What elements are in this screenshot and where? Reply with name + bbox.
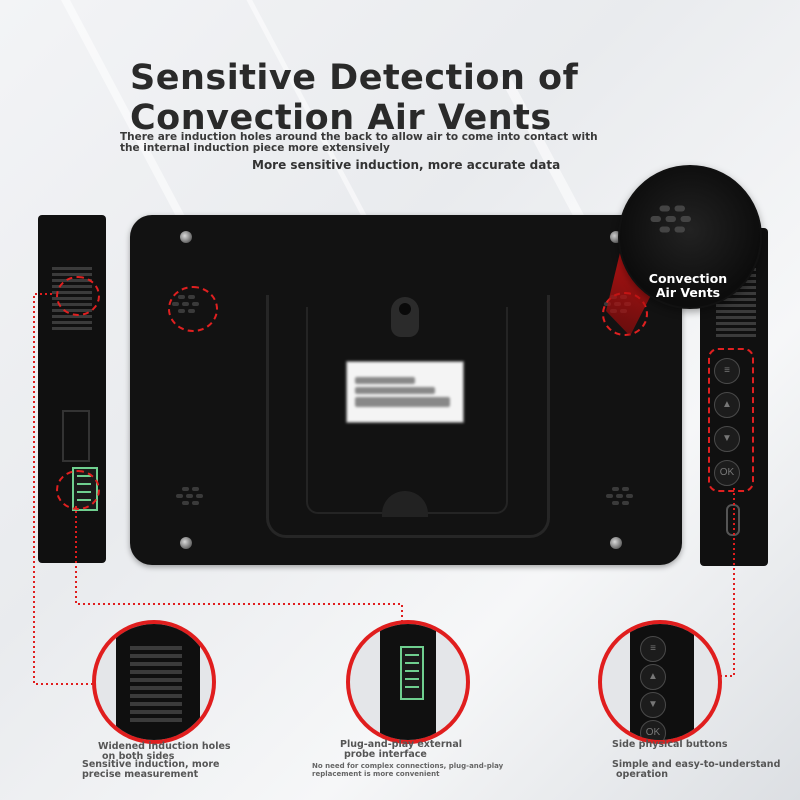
zoom-label: Convection Air Vents [648,271,728,300]
page-title: Sensitive Detection of Convection Air Ve… [130,58,579,138]
buttons-detail-circle: ≡ ▲ ▼ OK [598,620,722,744]
left-side-panel [38,215,106,563]
side-buttons: ≡ ▲ ▼ OK [708,350,748,490]
caption-buttons-title: Side physical buttons [612,739,728,750]
buttons-highlight [708,348,754,492]
connector-port [62,410,90,462]
screw-icon [610,537,622,549]
caption-vents-body: Sensitive induction, more precise measur… [82,759,220,780]
stand-outline [266,295,550,538]
ok-button-icon: OK [640,720,666,740]
up-arrow-icon: ▲ [640,664,666,690]
tagline: More sensitive induction, more accurate … [252,158,561,172]
ok-button-icon[interactable]: OK [714,460,740,486]
left-vent-highlight [56,276,100,316]
vent-highlight-left [168,286,218,332]
device-back [130,215,682,565]
caption-vents-title: Widened induction holes on both sides [98,741,231,762]
vent-icon [648,205,699,239]
menu-button-icon: ≡ [640,636,666,662]
vent-detail-circle [92,620,216,744]
keyhole-icon [391,297,419,337]
probe-detail-circle [346,620,470,744]
menu-button-icon[interactable]: ≡ [714,358,740,384]
up-arrow-icon[interactable]: ▲ [714,392,740,418]
subtitle: There are induction holes around the bac… [120,131,598,154]
screw-icon [180,231,192,243]
zoom-callout [618,165,762,309]
product-label [346,361,464,423]
vent-icon [604,487,638,509]
caption-probe-note: No need for complex connections, plug-an… [312,762,504,778]
terminal-highlight [56,470,100,510]
screw-icon [180,537,192,549]
vent-icon [174,487,208,509]
usb-c-port-icon [726,504,740,536]
down-arrow-icon[interactable]: ▼ [714,426,740,452]
caption-probe-title: Plug-and-play external probe interface [340,739,462,760]
caption-buttons-body: Simple and easy-to-understand operation [612,759,781,780]
down-arrow-icon: ▼ [640,692,666,718]
